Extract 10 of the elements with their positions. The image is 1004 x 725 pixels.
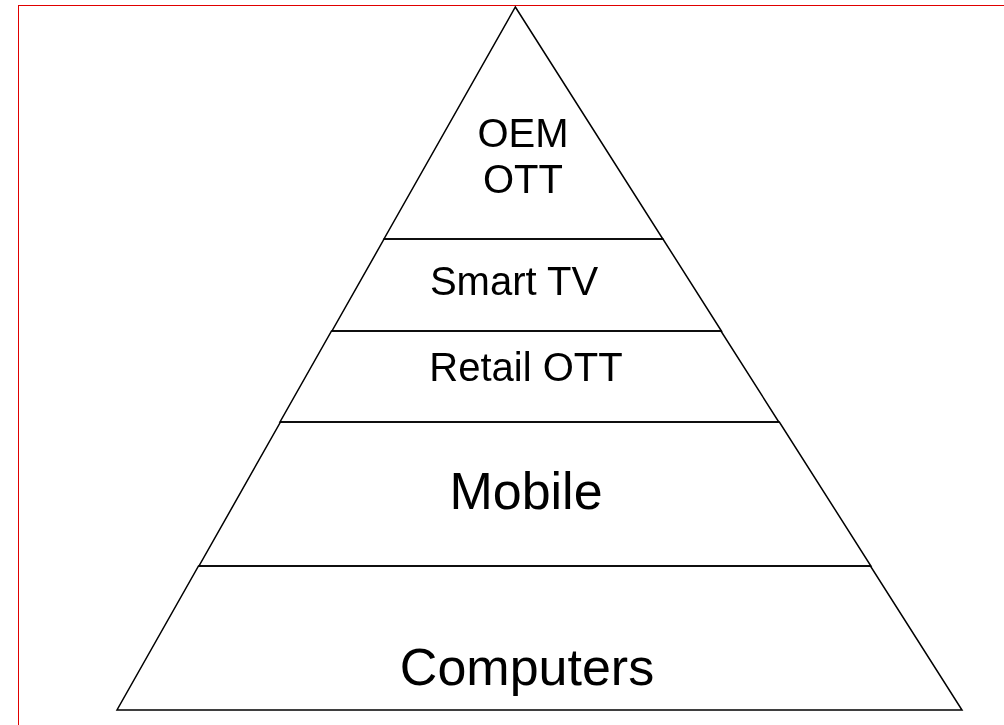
tier-label: Smart TV <box>428 258 600 304</box>
pyramid-tier <box>198 422 871 566</box>
tier-label: Retail OTT <box>428 344 624 390</box>
tier-label: Mobile <box>448 462 604 522</box>
pyramid-tier <box>280 331 779 422</box>
tier-label: Computers <box>398 638 656 698</box>
pyramid-tier <box>383 7 663 239</box>
pyramid-tier <box>117 566 962 710</box>
tier-label: OEM OTT <box>476 110 570 202</box>
pyramid-tier <box>331 239 721 331</box>
